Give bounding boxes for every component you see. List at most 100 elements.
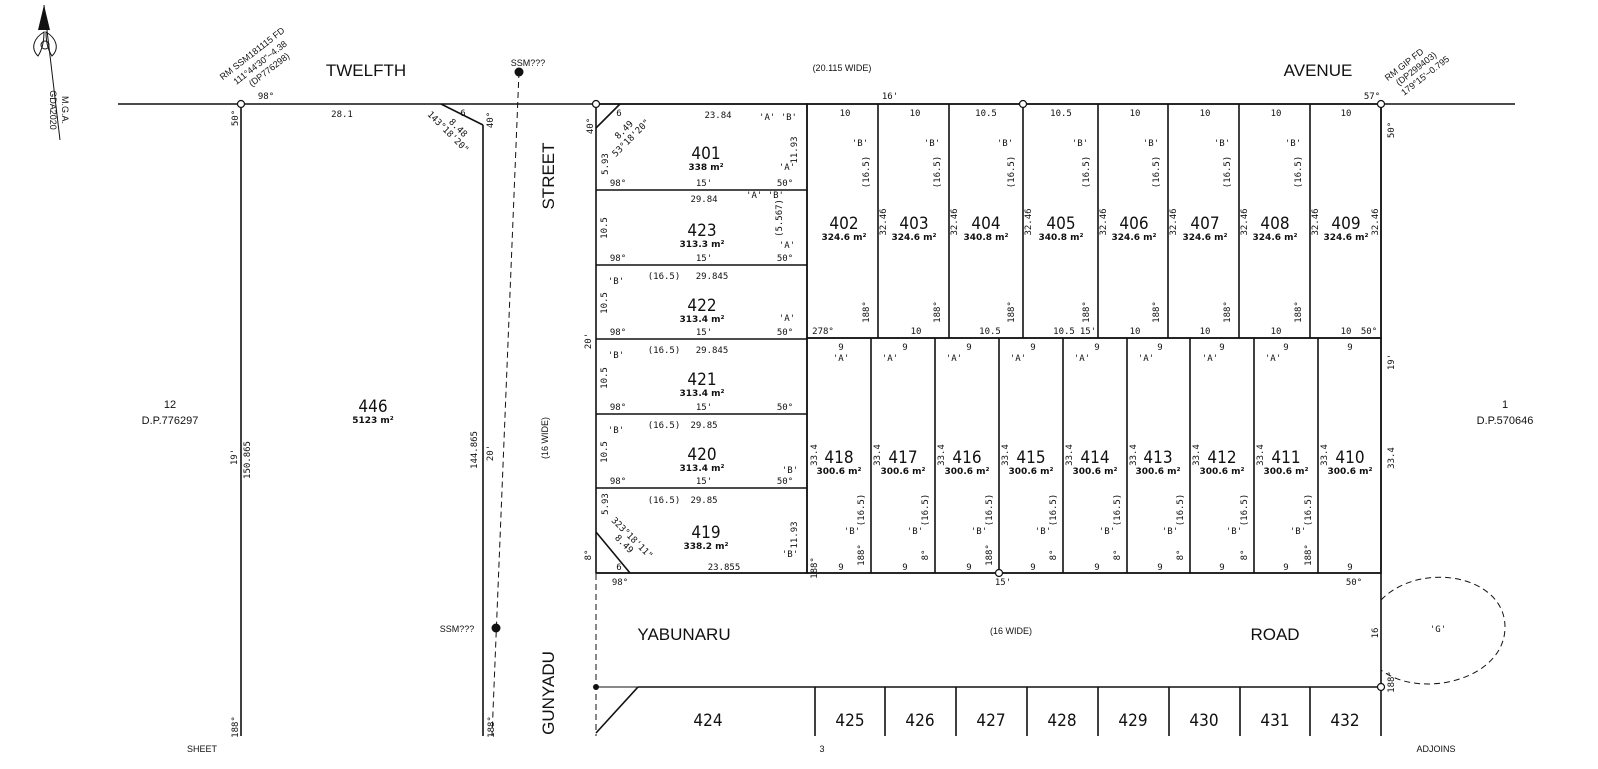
dim-188-t2: 188° xyxy=(933,301,943,323)
ssm-icon xyxy=(491,623,501,633)
survey-mark-icon xyxy=(1376,682,1386,692)
dim-150-865: 150.865 xyxy=(243,441,253,479)
lot-408-area: 324.6 m² xyxy=(1253,233,1298,243)
dim-188-b4: 188° xyxy=(985,544,995,566)
dim-15-b4: 15' xyxy=(1080,327,1096,337)
dim-a-b5: 'A' xyxy=(1074,354,1090,364)
street-yabunaru: YABUNARU xyxy=(637,625,730,644)
dim-188-t4: 188° xyxy=(1082,301,1092,323)
dim-98-r2: 98° xyxy=(610,254,626,264)
dim-9-s7: 9 xyxy=(1219,563,1224,573)
survey-mark-icon xyxy=(994,568,1004,578)
dim-a-b7: 'A' xyxy=(1202,354,1218,364)
dim-15-r4: 15' xyxy=(696,403,712,413)
dim-10-5-b3: 10.5 xyxy=(979,327,1001,337)
dim-50-r2: 50° xyxy=(777,254,793,264)
lot-423-number: 423 xyxy=(687,221,716,241)
dim-23-855: 23.855 xyxy=(708,563,741,573)
dim-29-845-r3: 29.845 xyxy=(696,272,729,282)
lot-430-number: 430 xyxy=(1189,711,1218,731)
dim-98-bottom: 98° xyxy=(612,578,628,588)
dim-16-5-t1: (16.5) xyxy=(862,156,872,189)
dim-188-right: 188° xyxy=(1387,671,1397,693)
dim-188-b: 188° xyxy=(487,716,497,738)
dim-b-r4: 'B' xyxy=(608,351,624,361)
lot-414-number: 414 xyxy=(1080,448,1109,468)
dim-188-t5: 188° xyxy=(1152,301,1162,323)
dim-b-r6b: 'B' xyxy=(782,550,798,560)
dim-15-r3: 15' xyxy=(696,328,712,338)
north-label: M.G.A. xyxy=(60,96,70,124)
dim-b-b1: 'B' xyxy=(844,527,860,537)
street-street: STREET xyxy=(539,142,558,209)
lot-428-number: 428 xyxy=(1047,711,1076,731)
dim-a-b6: 'A' xyxy=(1138,354,1154,364)
dim-50-r3: 50° xyxy=(777,328,793,338)
dim-b-r5b: 'B' xyxy=(782,466,798,476)
dim-a-b1: 'A' xyxy=(833,354,849,364)
dim-98-r3: 98° xyxy=(610,328,626,338)
dim-188-t7: 188° xyxy=(1294,301,1304,323)
ssm-bottom-label: SSM??? xyxy=(440,624,475,634)
dim-11-93-top: 11.93 xyxy=(790,136,800,163)
survey-mark-icon xyxy=(236,99,246,109)
dim-16-road: 16 xyxy=(1371,628,1381,639)
dim-9-s3: 9 xyxy=(966,563,971,573)
lot-446-number: 446 xyxy=(358,397,387,417)
ssm-icon xyxy=(514,67,524,77)
dim-b-b8: 'B' xyxy=(1290,527,1306,537)
dim-10-5-b4: 10.5 xyxy=(1053,327,1075,337)
dim-b-t5: 'B' xyxy=(1143,139,1159,149)
lot-411-area: 300.6 m² xyxy=(1264,467,1309,477)
dim-b-b2: 'B' xyxy=(907,527,923,537)
dim-29-845-r4: 29.845 xyxy=(696,346,729,356)
dim-40-a: 40° xyxy=(486,112,496,128)
lot-405-area: 340.8 m² xyxy=(1039,233,1084,243)
dim-16-5-t4: (16.5) xyxy=(1082,156,1092,189)
footer-adjoins: ADJOINS xyxy=(1416,744,1455,754)
dim-10-5-t4: 10.5 xyxy=(1050,109,1072,119)
dim-9-s9: 9 xyxy=(1347,563,1352,573)
dim-16-5-t2: (16.5) xyxy=(933,156,943,189)
dim-5-567: (5.567) xyxy=(775,199,785,237)
dim-188-t6: 188° xyxy=(1223,301,1233,323)
lot-410-number: 410 xyxy=(1335,448,1364,468)
lot-420-area: 313.4 m² xyxy=(680,464,725,474)
north-arrow-icon xyxy=(33,4,61,141)
dim-ab-r2: 'A' 'B' xyxy=(746,191,784,201)
survey-mark-icon xyxy=(593,684,599,690)
dim-16-top: 16' xyxy=(882,92,898,102)
adjoining-left-dp: D.P.776297 xyxy=(142,415,199,427)
dim-9-b: 9 xyxy=(902,343,907,353)
lot-407-number: 407 xyxy=(1190,214,1219,234)
dim-40-b: 40° xyxy=(586,118,596,134)
survey-mark-icon xyxy=(1376,99,1386,109)
dim-b-b4: 'B' xyxy=(1035,527,1051,537)
dim-ab-r1: 'A' 'B' xyxy=(759,113,797,123)
lot-416-area: 300.6 m² xyxy=(945,467,990,477)
dim-a-r3: 'A' xyxy=(779,314,795,324)
dim-188-b1: 188° xyxy=(810,557,820,579)
lot-408-number: 408 xyxy=(1260,214,1289,234)
dim-32-46-t1: 32.46 xyxy=(879,208,889,235)
lot-414-area: 300.6 m² xyxy=(1073,467,1118,477)
dim-29-85-r6: 29.85 xyxy=(690,496,717,506)
dim-32-46-t5: 32.46 xyxy=(1169,208,1179,235)
dim-6-left: 6 xyxy=(460,109,465,119)
lot-427-number: 427 xyxy=(976,711,1005,731)
lot-446-area: 5123 m² xyxy=(352,416,394,426)
lot-423-area: 313.3 m² xyxy=(680,240,725,250)
dim-16-5-b5: (16.5) xyxy=(1113,494,1123,527)
dim-9-i: 9 xyxy=(1347,343,1352,353)
dim-8-b8: 8° xyxy=(1240,550,1250,561)
lot-422-area: 313.4 m² xyxy=(680,315,725,325)
dim-b-b6: 'B' xyxy=(1162,527,1178,537)
dim-33-4-b8: 33.4 xyxy=(1256,444,1266,466)
dim-16-5-t7: (16.5) xyxy=(1294,156,1304,189)
dim-32-46-t2: 32.46 xyxy=(950,208,960,235)
dim-33-4-b1: 33.4 xyxy=(810,444,820,466)
dim-29-85-r5: 29.85 xyxy=(690,421,717,431)
dim-16-5-b2: (16.5) xyxy=(921,494,931,527)
dim-9-s4: 9 xyxy=(1030,563,1035,573)
lot-403-area: 324.6 m² xyxy=(892,233,937,243)
